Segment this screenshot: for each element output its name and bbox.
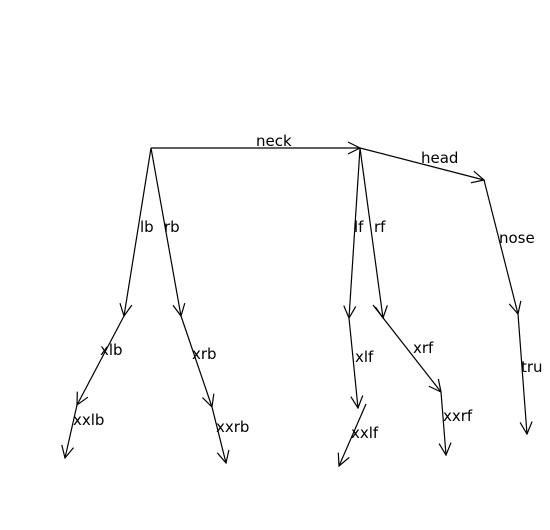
label-xlb: xlb [100, 341, 123, 359]
edge-rf [359, 147, 383, 318]
label-neck: neck [256, 132, 292, 150]
label-xrf: xrf [413, 339, 434, 357]
label-xxlb: xxlb [73, 411, 104, 429]
label-nose: nose [499, 229, 535, 247]
edge-xrb [180, 315, 212, 407]
edge-rb [150, 147, 181, 316]
edge-xlb [77, 315, 125, 405]
edge-xxrf [441, 391, 446, 455]
edge-xxrb [211, 406, 226, 463]
edge-xlf [348, 317, 358, 408]
label-lb: lb [140, 218, 154, 236]
label-tru: tru [521, 358, 543, 376]
label-xxrf: xxrf [443, 407, 473, 425]
edge-tru [517, 313, 527, 434]
edge-xxlb [65, 404, 78, 458]
label-rb: rb [164, 218, 180, 236]
edge-head [359, 147, 484, 180]
edge-xrf [372, 304, 441, 392]
edge-lb [124, 147, 152, 316]
label-head: head [421, 149, 458, 167]
label-rf: rf [374, 218, 386, 236]
label-lf: lf [354, 218, 364, 236]
edge-lines [65, 148, 527, 466]
label-xrb: xrb [192, 345, 217, 363]
label-xlf: xlf [355, 348, 374, 366]
edge-lf [349, 147, 361, 318]
edge-nose [483, 179, 518, 314]
edge-labels: neck head nose tru lb rb xlb xrb xxlb xx… [73, 132, 543, 442]
edge-xxlf [339, 403, 367, 466]
label-xxrb: xxrb [216, 418, 249, 436]
label-xxlf: xxlf [351, 424, 379, 442]
